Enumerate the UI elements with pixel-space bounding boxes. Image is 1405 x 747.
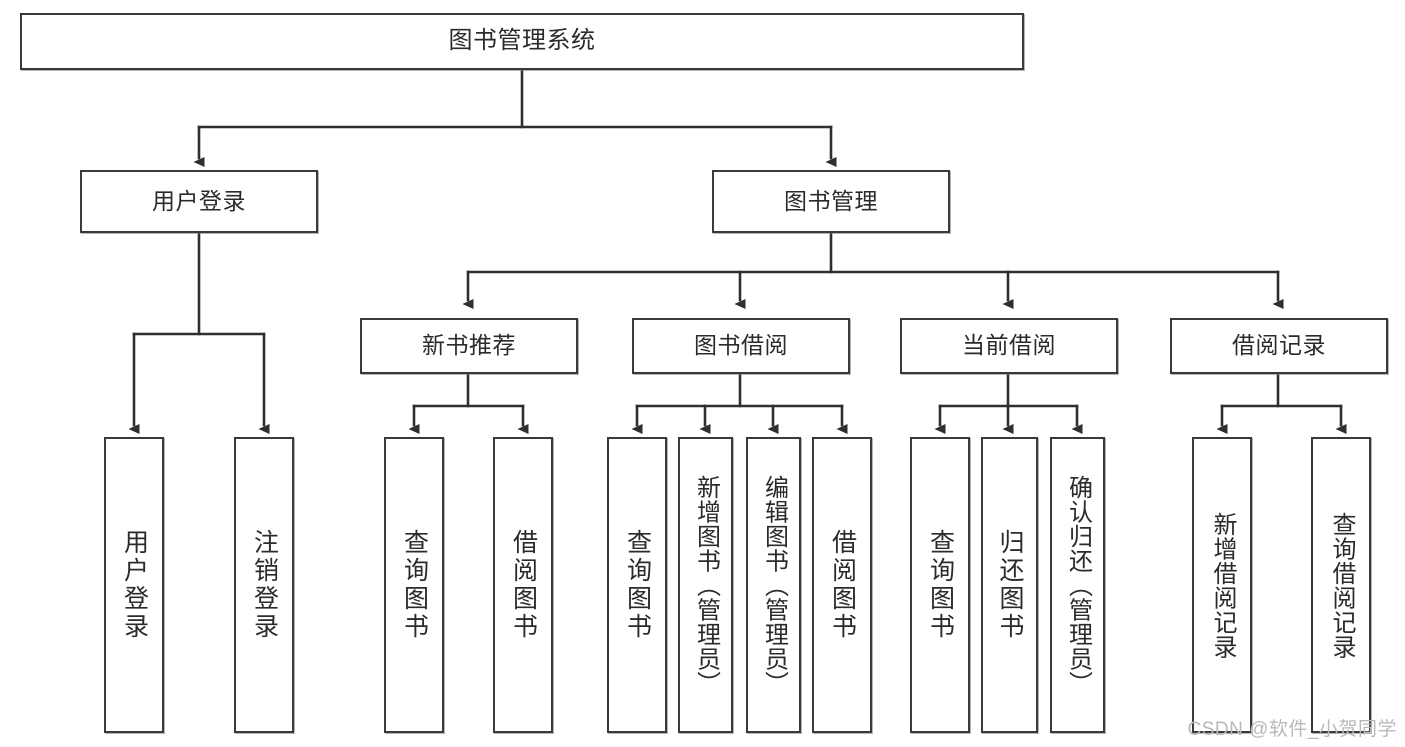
leaf-user-login-login[interactable]: 用户登录 [104,437,164,733]
leaf-user-login-logout[interactable]: 注销登录 [234,437,294,733]
leaf-new-book-query[interactable]: 查询图书 [384,437,444,733]
node-label: 用户登录 [120,529,149,641]
csdn-watermark: CSDN @软件_小贺同学 [1187,719,1397,740]
node-label: 图书借阅 [694,332,788,359]
node-label: 借阅记录 [1232,332,1326,359]
leaf-book-borrow-borrow[interactable]: 借阅图书 [812,437,872,733]
leaf-book-borrow-edit[interactable]: 编辑图书（管理员） [746,437,801,733]
node-borrow-record[interactable]: 借阅记录 [1170,318,1388,374]
leaf-current-borrow-return[interactable]: 归还图书 [981,437,1038,733]
node-new-book-recommend[interactable]: 新书推荐 [360,318,578,374]
node-label: 查询图书 [623,529,652,641]
node-root-book-management-system[interactable]: 图书管理系统 [20,13,1024,70]
leaf-borrow-record-add[interactable]: 新增借阅记录 [1192,437,1252,733]
leaf-book-borrow-query[interactable]: 查询图书 [607,437,667,733]
node-label: 新增图书（管理员） [692,474,720,696]
node-label: 查询借阅记录 [1328,511,1355,659]
leaf-book-borrow-add[interactable]: 新增图书（管理员） [678,437,733,733]
node-label: 新书推荐 [422,332,516,359]
node-label: 新增借阅记录 [1209,511,1236,659]
leaf-new-book-borrow[interactable]: 借阅图书 [493,437,553,733]
node-book-management[interactable]: 图书管理 [712,170,950,233]
node-label: 注销登录 [250,529,279,641]
leaf-current-borrow-confirm-return[interactable]: 确认归还（管理员） [1050,437,1105,733]
node-label: 查询图书 [926,529,955,641]
node-label: 借阅图书 [509,529,538,641]
node-book-borrow[interactable]: 图书借阅 [632,318,850,374]
node-label: 查询图书 [400,529,429,641]
node-current-borrow[interactable]: 当前借阅 [900,318,1118,374]
node-label: 图书管理 [784,187,878,214]
leaf-current-borrow-query[interactable]: 查询图书 [910,437,970,733]
node-label: 归还图书 [996,529,1024,641]
leaf-borrow-record-query[interactable]: 查询借阅记录 [1311,437,1371,733]
node-label: 确认归还（管理员） [1064,474,1092,696]
node-user-login[interactable]: 用户登录 [80,170,318,233]
node-label: 图书管理系统 [448,27,596,55]
node-label: 用户登录 [152,187,246,214]
node-label: 借阅图书 [828,529,857,641]
node-label: 当前借阅 [962,332,1056,359]
node-label: 编辑图书（管理员） [760,474,788,696]
